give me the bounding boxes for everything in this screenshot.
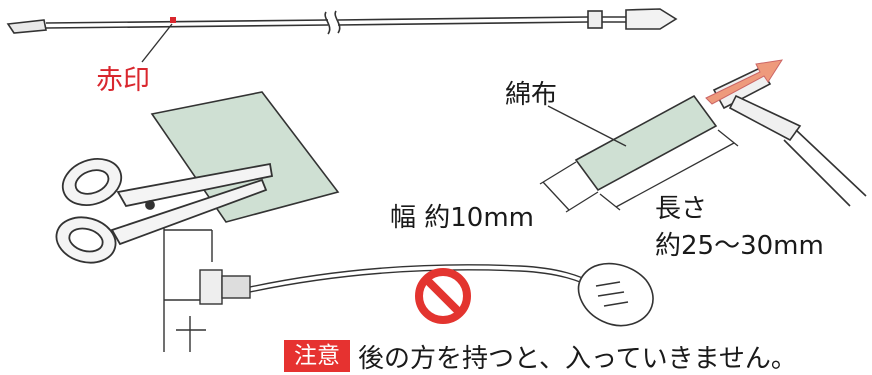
hand-icon xyxy=(577,262,654,327)
prohibition-icon xyxy=(415,268,471,324)
red-mark-label: 赤印 xyxy=(96,65,150,96)
inserted-rod xyxy=(249,264,597,293)
cloth-leader xyxy=(547,105,627,147)
caution-badge: 注意 xyxy=(284,340,350,372)
scissors-icon xyxy=(55,158,274,264)
length-value-label: 約25～30mm xyxy=(655,231,824,261)
length-dimension xyxy=(599,129,739,211)
cleaning-rod xyxy=(6,8,678,35)
cotton-strip xyxy=(574,94,718,192)
arrow-icon xyxy=(705,59,784,105)
red-mark-leader xyxy=(141,23,173,63)
width-dimension xyxy=(539,161,599,213)
length-label: 長さ xyxy=(655,194,708,224)
width-label: 幅 約10mm xyxy=(390,203,535,233)
cloth-sheet xyxy=(150,91,340,223)
receiver-sketch xyxy=(163,228,251,352)
cotton-cloth-label: 綿布 xyxy=(505,80,558,110)
caution-text: 後の方を持つと、入っていきません。 xyxy=(358,344,797,374)
